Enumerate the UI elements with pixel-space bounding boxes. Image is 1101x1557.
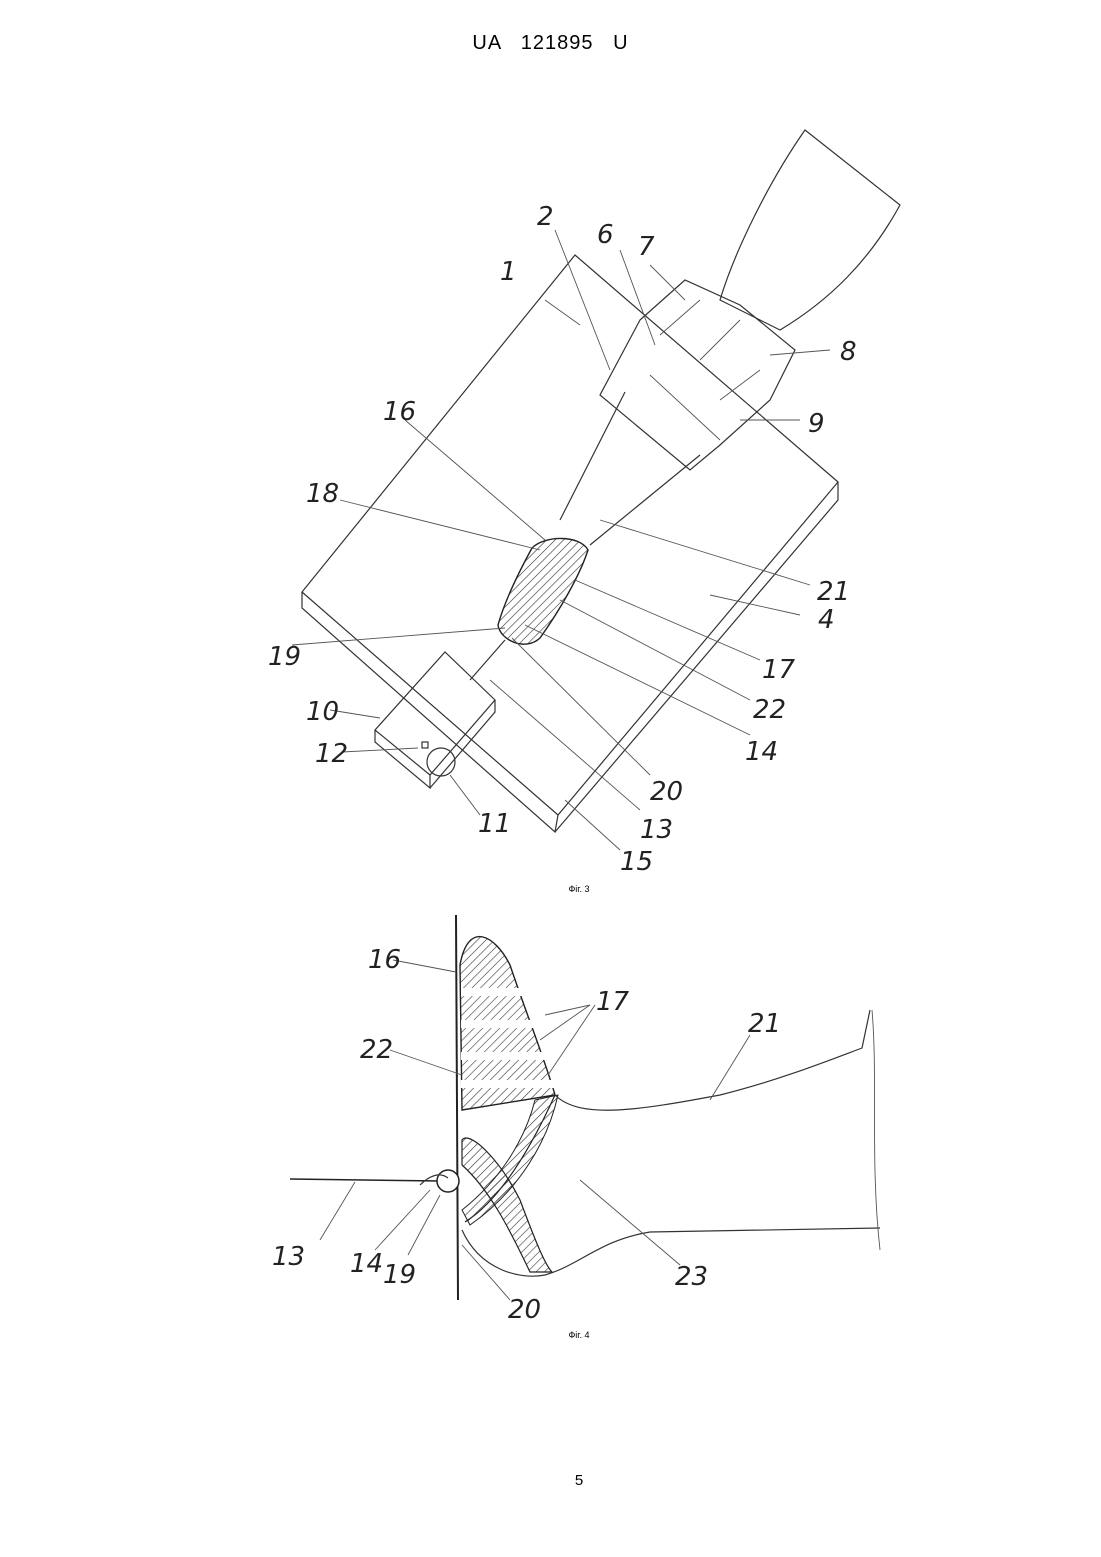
label-13: 13 — [640, 815, 673, 845]
label-14: 14 — [350, 1249, 383, 1279]
label-7: 7 — [638, 232, 655, 262]
wall-16 — [456, 915, 458, 1300]
figure-3-caption: Фіг. 3 — [0, 884, 1101, 894]
label-17: 17 — [596, 987, 630, 1017]
label-10: 10 — [306, 697, 339, 727]
figure-4-drawing: 16 17 21 22 13 14 19 20 23 — [272, 915, 880, 1325]
label-11: 11 — [478, 809, 511, 839]
ball-19 — [437, 1170, 459, 1192]
label-8: 8 — [840, 337, 857, 367]
label-21: 21 — [817, 577, 850, 607]
label-6: 6 — [597, 220, 614, 250]
label-15: 15 — [620, 847, 653, 877]
figure-4-caption: Фіг. 4 — [0, 1330, 1101, 1340]
clamp-joints — [650, 300, 760, 440]
label-20: 20 — [650, 777, 683, 807]
wire-13 — [470, 640, 505, 680]
label-12: 12 — [315, 739, 348, 769]
torch-arm — [720, 130, 900, 330]
label-22: 22 — [753, 695, 786, 725]
page-number: 5 — [0, 1472, 1101, 1489]
label-16: 16 — [383, 397, 416, 427]
label-2: 2 — [537, 202, 554, 232]
label-22: 22 — [360, 1035, 393, 1065]
label-20: 20 — [508, 1295, 541, 1325]
label-9: 9 — [808, 409, 825, 439]
label-17: 17 — [762, 655, 796, 685]
label-4: 4 — [818, 605, 835, 635]
weld-bead — [498, 538, 588, 644]
wire-13 — [290, 1179, 440, 1181]
clamp-assembly — [600, 280, 795, 470]
label-18: 18 — [306, 479, 339, 509]
sensor-12 — [422, 742, 428, 748]
plate-top-face — [302, 255, 838, 815]
right-cut-line — [872, 1010, 880, 1250]
label-19: 19 — [268, 642, 301, 672]
electrode-body — [560, 392, 700, 545]
label-1: 1 — [500, 257, 517, 287]
label-23: 23 — [675, 1262, 708, 1292]
figure-3-drawing: 1 2 6 7 8 9 16 18 21 4 17 22 14 19 10 12… — [268, 130, 900, 877]
label-19: 19 — [383, 1260, 416, 1290]
label-21: 21 — [748, 1009, 781, 1039]
label-16: 16 — [368, 945, 401, 975]
label-13: 13 — [272, 1242, 305, 1272]
plate-right-edge — [555, 482, 838, 832]
label-14: 14 — [745, 737, 778, 767]
